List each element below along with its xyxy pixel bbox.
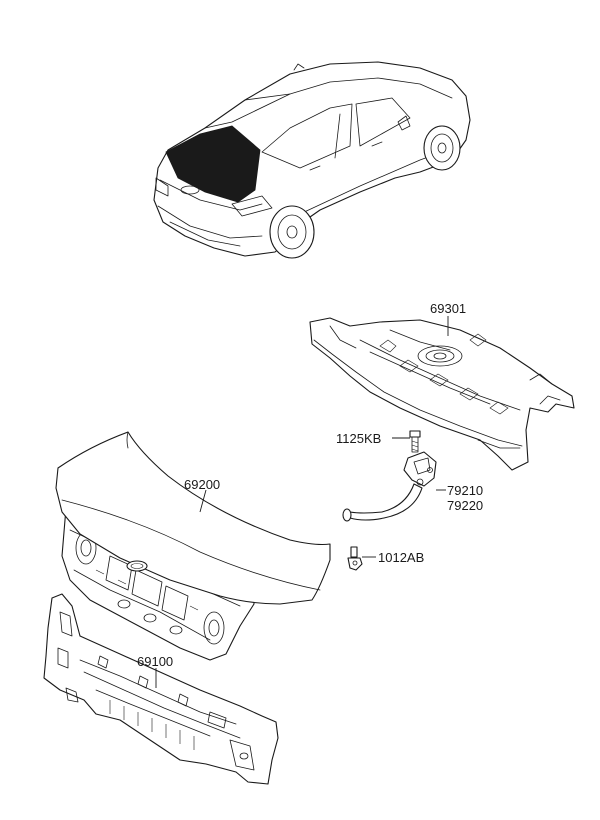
label-79220: 79220 (447, 498, 483, 513)
trunk-lid-69200 (55, 431, 331, 661)
label-69100: 69100 (137, 654, 173, 669)
label-69200: 69200 (184, 477, 220, 492)
label-69301: 69301 (430, 301, 466, 316)
rear-shelf-panel-69301 (309, 317, 575, 471)
leader-69200 (199, 489, 207, 513)
back-panel-69100 (43, 593, 279, 785)
label-79210: 79210 (447, 483, 483, 498)
car-overview-illustration (153, 61, 471, 259)
trunk-lid-hinge-79210-79220 (342, 451, 437, 522)
bolt-1125KB (409, 430, 421, 453)
label-1012AB: 1012AB (378, 550, 424, 565)
nut-1012AB (347, 546, 363, 571)
label-1125KB: 1125KB (336, 431, 381, 446)
